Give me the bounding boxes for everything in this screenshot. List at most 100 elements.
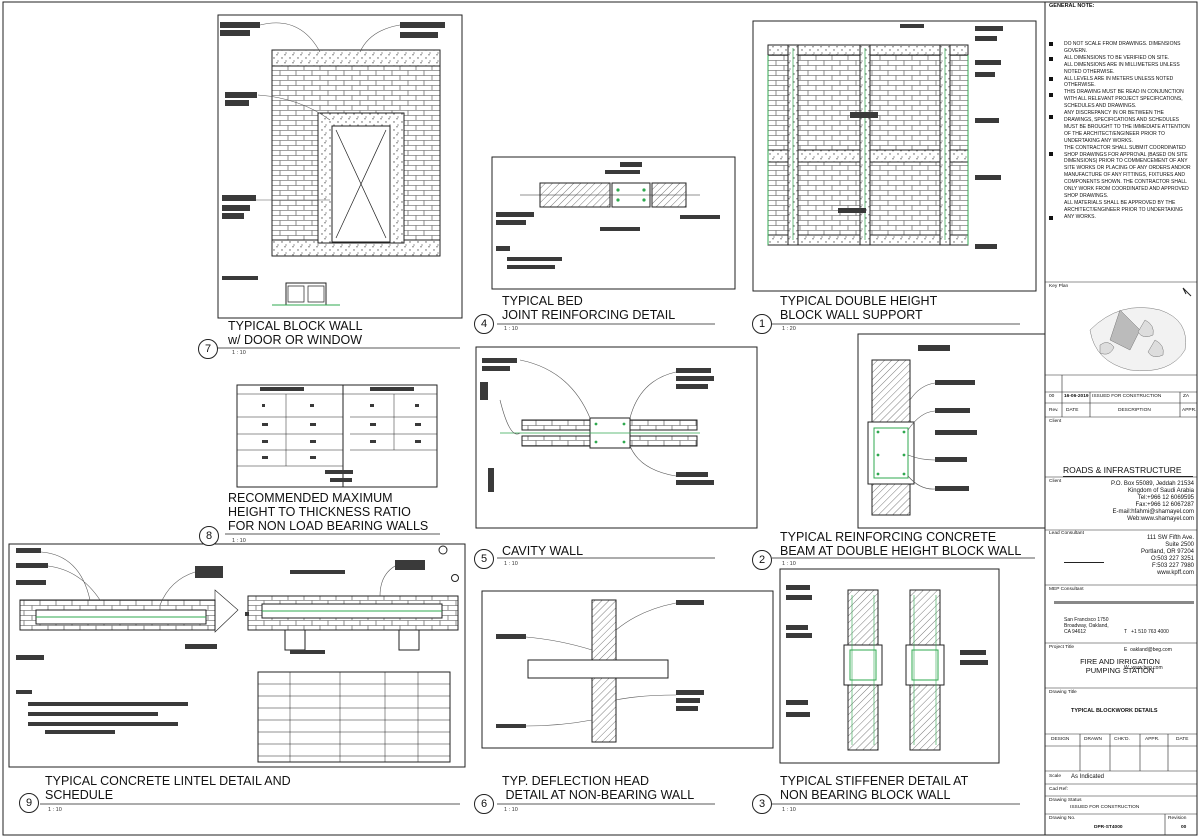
client2-line: Web:www.shamayel.com <box>1127 516 1194 522</box>
lead-line: 111 SW Fifth Ave. <box>1146 535 1194 541</box>
general-note-list: DO NOT SCALE FROM DRAWINGS. DIMENSIONS G… <box>1064 41 1194 221</box>
drawing-title-label: Drawing Title <box>1049 690 1077 695</box>
mep-logo-strip <box>1054 601 1194 604</box>
detail-7-scale: 1 : 10 <box>232 350 246 356</box>
mep-addr-line: San Francisco 1750 <box>1064 617 1109 623</box>
lead-logo-line <box>1064 562 1104 563</box>
detail-7-drawing <box>217 14 463 319</box>
revision-rev: 00 <box>1049 394 1055 399</box>
note-item: ALL MATERIALS SHALL BE APPROVED BY THE A… <box>1064 199 1183 220</box>
client2-line: Tel:+966 12 6069595 <box>1137 495 1194 501</box>
key-plan-label: Key Plan <box>1049 284 1069 289</box>
revision-header-date: DATE <box>1066 408 1079 413</box>
revision-number: 00 <box>1181 825 1187 830</box>
detail-2-title: TYPICAL REINFORCING CONCRETE BEAM AT DOU… <box>780 530 1022 558</box>
lead-line: O:503 227 3251 <box>1150 556 1194 562</box>
mep-contact: T +1 510 763 4000 E oakland@beg.com W ww… <box>1124 617 1172 677</box>
detail-6-scale: 1 : 10 <box>504 807 518 813</box>
detail-5-drawing <box>475 346 758 529</box>
detail-9-drawing <box>8 543 466 768</box>
detail-8-title: RECOMMENDED MAXIMUM HEIGHT TO THICKNESS … <box>228 491 429 533</box>
note-item: THIS DRAWING MUST BE READ IN CONJUNCTION… <box>1064 89 1184 110</box>
mep-address: San Francisco 1750 Broadway, Oakland, CA… <box>1064 617 1109 635</box>
lead-line: F:503 227 7980 <box>1151 563 1194 569</box>
sign-approved: APPR. <box>1145 737 1160 742</box>
detail-3-drawing <box>779 568 1000 764</box>
client-name: ROADS & INFRASTRUCTURE <box>1063 465 1182 475</box>
note-item: ALL DIMENSIONS ARE IN MILLIMETERS UNLESS… <box>1064 61 1180 75</box>
lead-line: www.kpff.com <box>1157 570 1194 576</box>
drawing-number: DPR-ST4000 <box>1094 825 1123 830</box>
sign-design: DESIGN <box>1051 737 1070 742</box>
detail-5-title: CAVITY WALL <box>502 544 584 558</box>
detail-1-title: TYPICAL DOUBLE HEIGHT BLOCK WALL SUPPORT <box>780 294 938 322</box>
client2-line: Fax:+966 12 6067287 <box>1135 502 1194 508</box>
mep-addr-line: Broadway, Oakland, <box>1064 623 1109 629</box>
revision-header-rev: Rev. <box>1049 408 1059 413</box>
drawing-title: TYPICAL BLOCKWORK DETAILS <box>1071 708 1158 714</box>
mep-contact-line: T +1 510 763 4000 <box>1124 629 1169 635</box>
detail-1-number: 1 <box>752 314 772 334</box>
detail-8-number: 8 <box>199 526 219 546</box>
client2-label: Client <box>1049 479 1062 484</box>
detail-3-title: TYPICAL STIFFENER DETAIL AT NON BEARING … <box>780 774 969 802</box>
lead-consultant-label: Lead Consultant <box>1049 531 1084 536</box>
detail-8-scale: 1 : 10 <box>232 538 246 544</box>
cad-ref-label: Cad Ref: <box>1049 787 1068 792</box>
note-item: ALL DIMENSIONS TO BE VERIFIED ON SITE. <box>1064 54 1170 61</box>
detail-7-number: 7 <box>198 339 218 359</box>
lead-line: Portland, OR 97204 <box>1140 549 1194 555</box>
mep-label: MEP Consultant <box>1049 587 1084 592</box>
detail-4-title: TYPICAL BED JOINT REINFORCING DETAIL <box>502 294 676 322</box>
revision-label: Revision <box>1168 816 1187 821</box>
note-item: DO NOT SCALE FROM DRAWINGS. DIMENSIONS G… <box>1064 41 1181 54</box>
detail-8-drawing <box>236 384 438 488</box>
drawing-number-label: Drawing No. <box>1049 816 1076 821</box>
detail-6-number: 6 <box>474 794 494 814</box>
detail-6-drawing <box>481 590 774 749</box>
detail-1-drawing <box>752 20 1037 292</box>
revision-approver: ZA <box>1183 394 1190 399</box>
mep-addr-line: CA 94612 <box>1064 629 1086 635</box>
detail-3-scale: 1 : 10 <box>782 807 796 813</box>
detail-4-drawing <box>491 156 736 290</box>
detail-3-number: 3 <box>752 794 772 814</box>
drawing-status-value: ISSUED FOR CONSTRUCTION <box>1070 805 1140 810</box>
detail-6-title: TYP. DEFLECTION HEAD DETAIL AT NON-BEARI… <box>502 774 695 802</box>
sign-date: DATE <box>1176 737 1189 742</box>
detail-2-drawing <box>857 333 1046 529</box>
lead-line: Suite 2500 <box>1165 542 1194 548</box>
note-item: THE CONTRACTOR SHALL SUBMIT COORDINATED … <box>1064 144 1191 199</box>
key-plan-map <box>1089 287 1192 371</box>
client2-line: P.O. Box 55089, Jeddah 21534 <box>1111 481 1194 487</box>
detail-1-scale: 1 : 20 <box>782 326 796 332</box>
detail-4-scale: 1 : 10 <box>504 326 518 332</box>
sign-drawn: DRAWN <box>1084 737 1102 742</box>
general-note-heading: GENERAL NOTE: <box>1049 3 1095 9</box>
client2-address: P.O. Box 55089, Jeddah 21534 Kingdom of … <box>1090 481 1194 523</box>
scale-label: Scale <box>1049 774 1061 779</box>
client2-line: E-mail:hfahmi@shamayel.com <box>1112 509 1194 515</box>
revision-date: 16-06-2019 <box>1064 394 1089 399</box>
client-label: Client <box>1049 419 1062 424</box>
detail-7-title: TYPICAL BLOCK WALL w/ DOOR OR WINDOW <box>228 319 363 347</box>
mep-contact-line: E oakland@beg.com <box>1124 647 1172 653</box>
sign-checked: CHK'D. <box>1114 737 1130 742</box>
scale-value: As Indicated <box>1071 774 1105 780</box>
drawing-status-label: Drawing Status <box>1049 798 1082 803</box>
detail-9-title: TYPICAL CONCRETE LINTEL DETAIL AND SCHED… <box>45 774 291 802</box>
detail-5-scale: 1 : 10 <box>504 561 518 567</box>
mep-contact-line: W www.beg.com <box>1124 665 1163 671</box>
note-item: ANY DISCREPANCY IN OR BETWEEN THE DRAWIN… <box>1064 110 1190 144</box>
client2-line: Kingdom of Saudi Arabia <box>1127 488 1194 494</box>
revision-header-description: DESCRIPTION <box>1118 408 1151 413</box>
detail-9-number: 9 <box>19 793 39 813</box>
project-title-label: Project Title <box>1049 645 1075 650</box>
detail-4-number: 4 <box>474 314 494 334</box>
detail-5-number: 5 <box>474 549 494 569</box>
note-item: ALL LEVELS ARE IN METERS UNLESS NOTED OT… <box>1064 75 1174 89</box>
client-divider <box>1063 476 1193 477</box>
revision-description: ISSUED FOR CONSTRUCTION <box>1092 394 1162 399</box>
detail-2-scale: 1 : 10 <box>782 561 796 567</box>
